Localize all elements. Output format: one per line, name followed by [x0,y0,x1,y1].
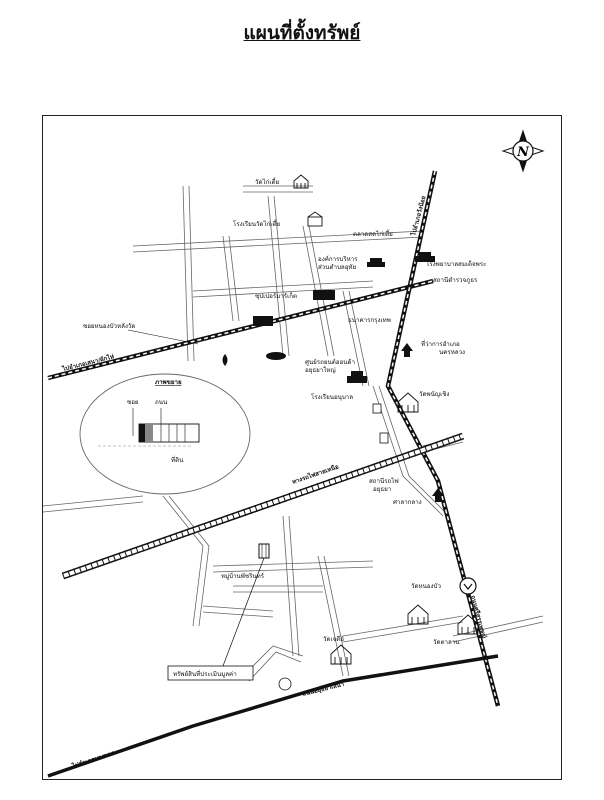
market-icon [313,290,335,300]
temple-icon [293,174,309,189]
compass-letter: N [516,145,530,160]
label-market: ตลาดสดไก่เตี้ย [353,229,393,238]
building-icon [253,316,273,326]
map-canvas: N ไปอำเภอเสนา/ผักไห่ ไปอำเภอวังน้อย ถนนศ… [43,129,545,778]
inset-label-a: ซอย [127,399,139,406]
label-temple-low3: วัดตาลาน [433,639,460,646]
shrine-icon [372,403,382,414]
road-label-bottom-mid: ถนนอยุธยาเสนา [302,681,345,698]
car-icon [347,371,367,383]
map-frame: N ไปอำเภอเสนา/ผักไห่ ไปอำเภอวังน้อย ถนนศ… [42,115,562,780]
school-icon [307,211,323,227]
label-police: สถานีตำรวจภูธร [433,276,478,284]
label-car-dealer: ศูนย์รถยนต์ฮอนด้า [305,358,355,366]
temple-icon [397,392,419,413]
temple-icon [407,604,429,625]
road-label-bottom-left: ไปอำเภอบางบาล [70,748,116,770]
label-school-top: โรงเรียนวัดไก่เตี้ย [233,219,280,228]
label-village: หมู่บ้านพัชรินทร์ [221,572,265,580]
label-temple-low1: วัดหนองบัว [411,583,441,590]
inset-label-c: ที่ดิน [171,456,184,464]
label-temple-mid: วัดพนัญเชิง [419,391,449,398]
bank-icon [459,577,477,595]
gas-station-icon [266,352,286,360]
inset-label-b: ถนน [155,399,168,406]
label-temple-low2: วัดเจดีย์ [323,635,344,643]
garuda-icon [432,488,444,502]
car-icon [367,258,385,267]
label-station-b: อยุธยา [373,486,391,493]
north-compass-icon: N [501,129,545,173]
car-icon [415,252,435,262]
main-road-bottom [47,654,499,778]
label-supermarket: ซุปเปอร์มาร์เก็ต [255,291,297,300]
subject-property-callout: ทรัพย์สินที่ประเมินมูลค่า [167,557,265,681]
label-gov-office: ที่ว่าการอำเภอ [421,340,460,348]
soi-label: ซอยหนองบัวหลังวัด [83,323,135,330]
shrine-icon [379,432,389,444]
map-title: แผนที่ตั้งทรัพย์ [243,22,361,44]
label-hospital: โรงพยาบาลสมเด็จพระ [426,259,486,268]
temple-icon [330,644,352,665]
inset-title: ภาพขยาย [155,379,182,386]
label-bank-mid: ธนาคารกรุงเทพ [348,317,391,324]
temple-icon [457,614,479,635]
label-station: สถานีรถไฟ [369,477,399,485]
inset-map: ภาพขยาย ซอย ถนน ที่ดิน [79,373,251,495]
garuda-icon [401,343,413,357]
label-office-1: องค์การบริหาร [318,255,358,263]
station-icon [258,543,270,559]
label-district-small: ศาลากลาง [393,499,422,506]
label-car-dealer-b: อยุธยาใหญ่ [305,366,336,374]
label-office-1b: ส่วนตำบลอุทัย [318,264,356,271]
label-gov-office-b: นครหลวง [439,349,465,356]
label-school-mid: โรงเรียนอนุบาล [311,393,353,401]
label-subject-property: ทรัพย์สินที่ประเมินมูลค่า [173,670,237,678]
railway [61,432,465,580]
flame-icon [222,354,228,366]
label-temple-top: วัดไก่เตี้ย [255,177,279,186]
main-road-upper [47,278,434,381]
circle-marker-icon [278,677,292,691]
